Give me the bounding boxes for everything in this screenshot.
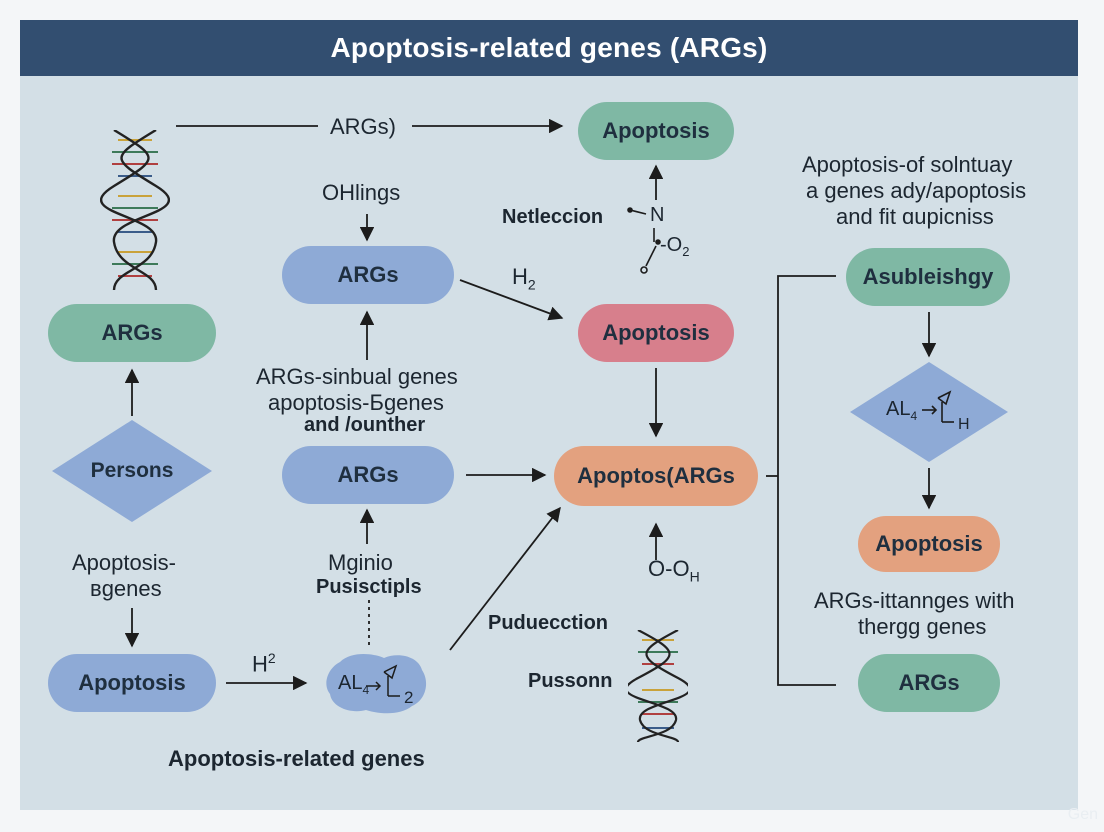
mol-h-label: H [958,416,970,433]
label-pussonn: Pussonn [528,670,613,692]
label-args-sinbual-1: ARGs-sinbual genes [256,364,458,389]
label-netleccion: Netleccion [502,206,604,228]
label-h2-mid: H2 [512,264,536,293]
label-args-arrow: ARGs) [330,114,396,139]
label-args-sinbual-2: apoptosis-Бgenes [268,390,444,415]
persons-label: Persons [90,459,174,482]
dna-helix-icon [100,130,170,290]
mol-bottom-al-label: AL4 [338,672,370,697]
node-top-apoptosis[interactable]: Apoptosis [578,102,734,160]
bracket-right [777,275,836,686]
label-apoptosis-egenes-2: вgenes [90,576,162,601]
dna-helix-icon-bottom [628,630,688,742]
mol-bottom-2-label: 2 [404,688,414,707]
label-args-sinbual-3: and /ounther [304,414,426,436]
node-right-asubleishgy[interactable]: Asubleishgy [846,248,1010,306]
mol-al-label: AL4 [886,398,918,423]
diamond-shape [52,420,212,522]
molecule-icon [922,390,954,423]
right-text-2: a genes ady/apoptosis [806,178,1027,203]
watermark: Gen [1067,806,1098,823]
mol-oo-label: O-OH [648,556,700,585]
nitro-molecule-icon [627,207,661,274]
node-mid-args-top[interactable]: ARGs [282,246,454,304]
diamond-shape [850,362,1008,462]
label-h2-bottom: H2 [252,650,276,677]
label-mginio: Mginio [328,550,393,575]
arrow-molecule-to-center [449,506,561,651]
page-title: Apoptosis-related genes (ARGs) [20,20,1078,76]
right-text-3: and fit ɑupicniss [836,204,994,229]
node-persons-diamond[interactable]: Persons [52,420,212,522]
node-right-args[interactable]: ARGs [858,654,1000,712]
node-left-apoptosis[interactable]: Apoptosis [48,654,216,712]
label-args-ittannges-1: ARGs-ittannges with [814,588,1015,613]
label-args-ittannges-2: thergg genes [858,614,987,639]
node-right-diamond[interactable] [850,362,1008,462]
mol-n-label: N [650,204,665,226]
label-ohlings: OHlings [322,180,401,205]
node-mid-args-bottom[interactable]: ARGs [282,446,454,504]
bottom-caption: Apoptosis-related genes [168,746,425,771]
node-pink-apoptosis[interactable]: Apoptosis [578,304,734,362]
node-left-args[interactable]: ARGs [48,304,216,362]
right-text-1: Apoptosis-of solntuay [802,152,1013,177]
label-puduecction: Puduecction [488,612,609,634]
node-right-apoptosis[interactable]: Apoptosis [858,516,1000,572]
molecule-cluster-icon [326,654,427,714]
node-center-apoptos[interactable]: Apoptos(ARGs [554,446,758,506]
mol-o2-label: -O2 [660,234,690,259]
arrow-args-to-pink-apoptosis [459,279,564,321]
label-pusisctipls: Pusisctipls [316,576,422,598]
label-apoptosis-egenes-1: Apoptosis- [72,550,176,575]
